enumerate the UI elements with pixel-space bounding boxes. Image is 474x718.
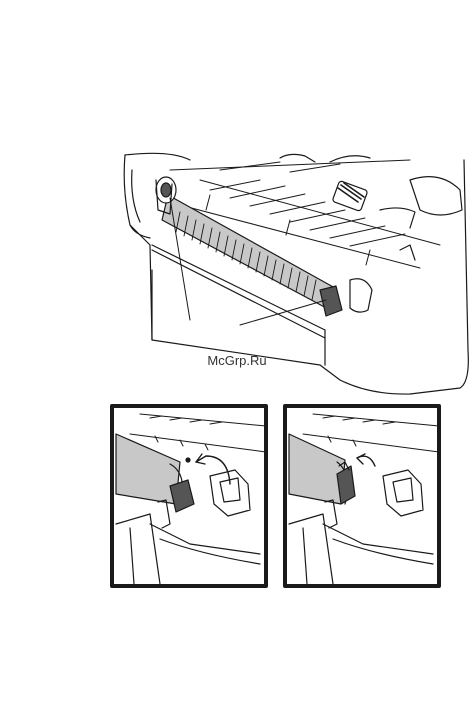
roller-bearing-closed-illustration (110, 404, 268, 588)
watermark-text: McGrp.Ru (207, 353, 267, 368)
roller-bearing-open-illustration (283, 404, 441, 588)
printer-roller-illustration (110, 150, 474, 400)
